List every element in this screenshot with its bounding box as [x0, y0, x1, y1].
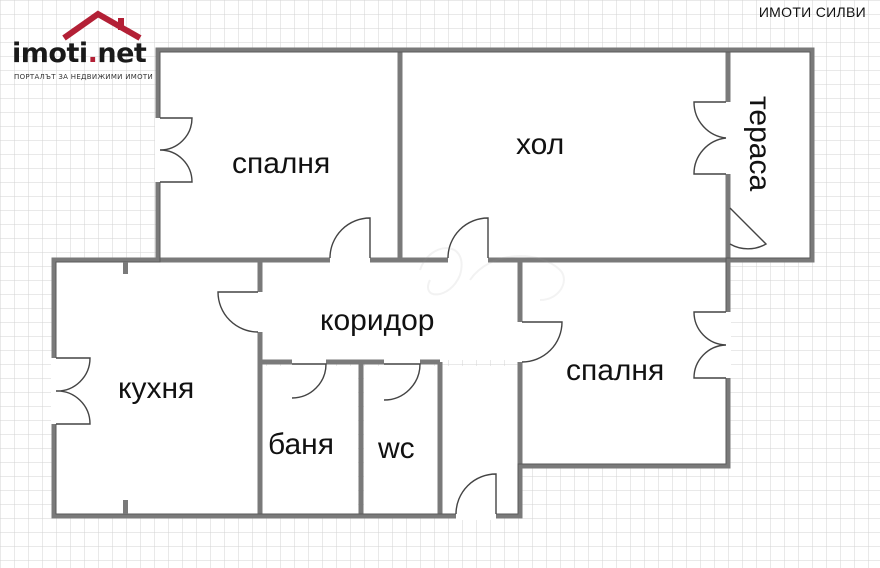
- room-label-living-room: хол: [516, 128, 564, 161]
- room-label-kitchen: кухня: [118, 372, 194, 405]
- room-fills: [56, 52, 810, 514]
- wall-inner-lines: [55, 51, 811, 515]
- room-label-wc: wc: [377, 432, 415, 465]
- room-label-bathroom: баня: [268, 428, 334, 461]
- agency-brand: ИМОТИ СИЛВИ: [758, 4, 866, 20]
- room-label-terrace: тераса: [743, 96, 776, 191]
- house-roof-icon: [62, 10, 142, 41]
- room-label-corridor: коридор: [320, 304, 434, 337]
- door-gaps: [256, 256, 524, 520]
- room-label-bedroom-2: спалня: [566, 354, 664, 387]
- door-swings: [217, 207, 768, 515]
- imoti-logo: imoti.net ПОРТАЛЪТ ЗА НЕДВИЖИМИ ИМОТИ: [6, 8, 166, 84]
- wall-stubs: [123, 262, 128, 514]
- watermark: [419, 247, 565, 301]
- logo-wordmark: imoti.net: [12, 38, 147, 69]
- logo-tagline: ПОРТАЛЪТ ЗА НЕДВИЖИМИ ИМОТИ: [14, 73, 154, 81]
- room-label-bedroom-1: спалня: [232, 147, 330, 180]
- windows: [51, 101, 731, 425]
